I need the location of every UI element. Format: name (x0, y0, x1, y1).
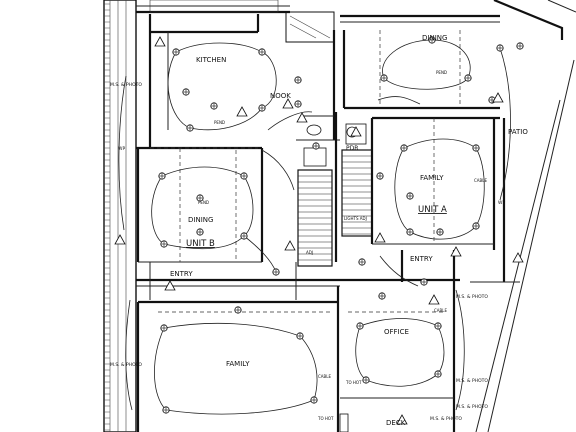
light-fixture-icon (196, 228, 204, 236)
light-fixture-icon (310, 396, 318, 404)
stairs-right (341, 149, 373, 237)
ms-photo-right-1: M.S. & PHOTO (456, 294, 488, 300)
light-fixture-icon (210, 102, 218, 110)
switch-triangle-icon (236, 106, 248, 117)
switch-triangle-icon (428, 294, 440, 305)
light-fixture-icon (296, 332, 304, 340)
switch-triangle-icon (492, 92, 504, 103)
light-fixture-icon (294, 76, 302, 84)
lower-floor-walls (136, 286, 454, 432)
switch-triangle-icon (374, 232, 386, 243)
electrical-wiring (118, 39, 511, 415)
cable-label-family: CABLE (474, 178, 488, 183)
switch-triangle-icon (350, 126, 362, 137)
light-fixture-icon (172, 48, 180, 56)
room-label-dining-b: DINING (188, 216, 213, 224)
light-fixtures (158, 36, 524, 414)
light-fixture-icon (258, 48, 266, 56)
light-fixture-icon (376, 172, 384, 180)
light-fixture-icon (162, 406, 170, 414)
lights-adj-label: LIGHTS ADJ (344, 216, 367, 221)
light-fixture-icon (196, 194, 204, 202)
room-label-patio: PATIO (508, 128, 528, 136)
room-label-unit-a: UNIT A (418, 205, 447, 215)
light-fixture-icon (380, 74, 388, 82)
light-fixture-icon (182, 88, 190, 96)
room-label-dining-a: DINING (422, 34, 447, 42)
light-fixture-icon (400, 144, 408, 152)
pend-label-dining-a: PEND (436, 70, 447, 75)
right-exterior-wall (470, 0, 576, 432)
room-label-office: OFFICE (384, 328, 409, 336)
light-fixture-icon (516, 42, 524, 50)
light-fixture-icon (312, 142, 320, 150)
light-fixture-icon (434, 322, 442, 330)
switch-triangle-icon (450, 246, 462, 257)
ms-photo-left-bottom: M.S. & PHOTO (110, 362, 142, 368)
pend-label-dining-b: PEND (198, 200, 209, 205)
room-label-kitchen: KITCHEN (196, 56, 226, 64)
room-label-nook: NOOK (270, 92, 291, 100)
light-fixture-icon (472, 222, 480, 230)
room-label-deck: DECK (386, 419, 406, 427)
ms-photo-right-2: M.S. & PHOTO (456, 378, 488, 384)
wp-label-2: WP (498, 200, 505, 206)
room-label-entry-a: ENTRY (410, 255, 433, 263)
light-fixture-icon (294, 100, 302, 108)
light-fixture-icon (160, 324, 168, 332)
unit-a-walls (334, 30, 500, 262)
switch-triangle-icon (164, 280, 176, 291)
adj-label: ADJ (306, 250, 313, 255)
switch-triangle-icon (396, 414, 408, 425)
light-fixture-icon (234, 306, 242, 314)
stairs-left (297, 169, 333, 267)
ms-photo-right-3: M.S. & PHOTO (456, 404, 488, 410)
light-fixture-icon (158, 172, 166, 180)
top-walls (136, 0, 500, 43)
light-fixture-icon (186, 124, 194, 132)
room-label-family-lower: FAMILY (226, 360, 250, 368)
switch-triangle-icon (154, 36, 166, 47)
light-fixture-icon (434, 370, 442, 378)
light-fixture-icon (160, 240, 168, 248)
to-hot-label-2: TO HOT (317, 416, 334, 421)
light-fixture-icon (472, 144, 480, 152)
light-fixture-icon (258, 104, 266, 112)
to-hot-label-1: TO HOT (345, 380, 362, 385)
room-label-entry-b: ENTRY (170, 270, 193, 278)
cable-label-family-lower: CABLE (318, 374, 332, 379)
light-fixture-icon (496, 44, 504, 52)
light-fixture-icon (464, 74, 472, 82)
wp-label-1: WP (118, 146, 125, 152)
light-fixture-icon (428, 36, 436, 44)
switch-triangle-icon (284, 240, 296, 251)
light-fixture-icon (240, 172, 248, 180)
ms-photo-left-top: M.S. & PHOTO (110, 82, 142, 88)
light-fixture-icon (436, 228, 444, 236)
pend-label-kitchen: PEND (214, 120, 225, 125)
cable-label-office: CABLE (434, 308, 448, 313)
left-exterior-wall (103, 0, 137, 432)
light-fixture-icon (240, 232, 248, 240)
unit-b-upper-walls (148, 14, 340, 148)
room-label-pdr: PDR (346, 145, 358, 152)
room-label-unit-b: UNIT B (186, 239, 215, 249)
light-fixture-icon (362, 376, 370, 384)
light-fixture-icon (356, 322, 364, 330)
light-fixture-icon (378, 292, 386, 300)
switch-triangle-icon (296, 112, 308, 123)
light-fixture-icon (420, 278, 428, 286)
light-fixture-icon (358, 258, 366, 266)
structural-dashed-lines (150, 30, 461, 313)
light-fixture-icon (406, 192, 414, 200)
switch-triangle-icon (282, 98, 294, 109)
switch-triangles (114, 36, 524, 425)
room-label-family-a: FAMILY (420, 174, 444, 182)
light-fixture-icon (406, 228, 414, 236)
light-fixture-icon (272, 268, 280, 276)
switch-triangle-icon (114, 234, 126, 245)
switch-triangle-icon (512, 252, 524, 263)
ms-photo-right-4: M.S. & PHOTO (430, 416, 462, 422)
